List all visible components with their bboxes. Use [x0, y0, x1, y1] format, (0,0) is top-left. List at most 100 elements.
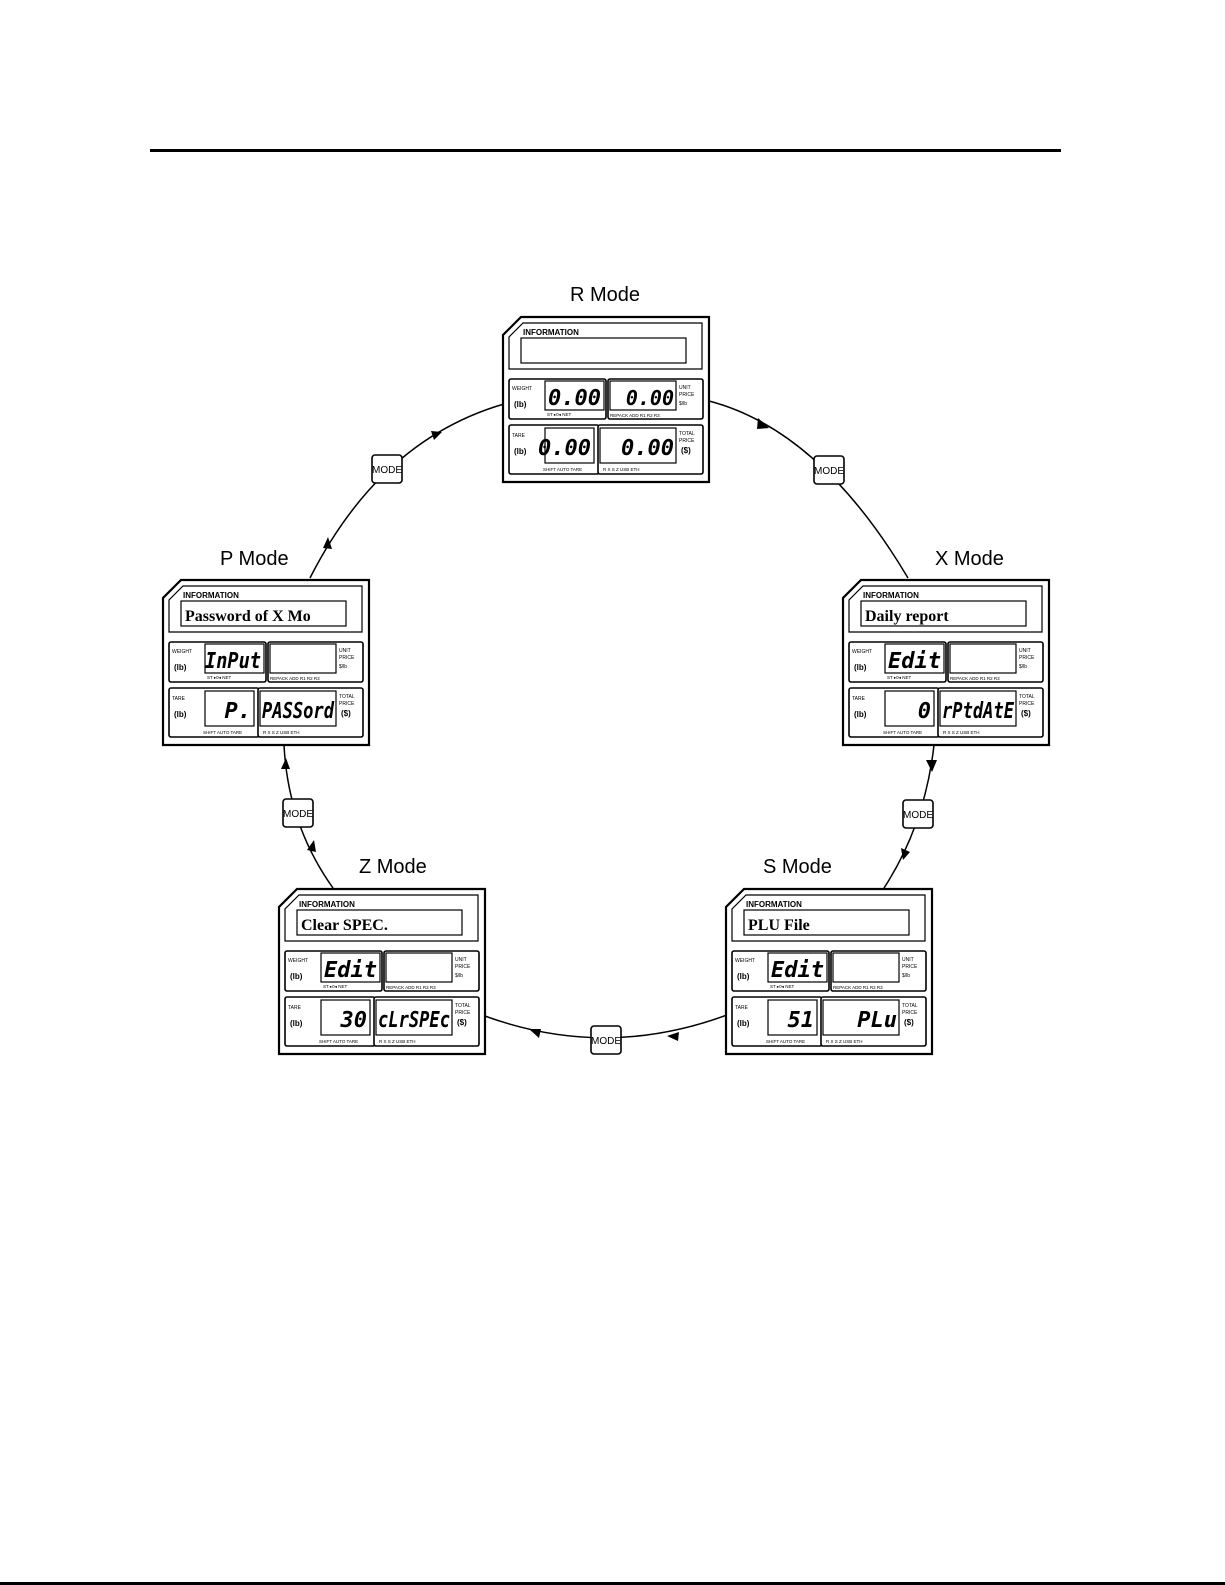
dollar-label: ($)	[904, 1018, 914, 1027]
per-lb-label: $/lb	[679, 401, 687, 407]
per-lb-label: $/lb	[455, 973, 463, 979]
tare-unit-label: (lb)	[174, 710, 187, 719]
arc-p-to-r	[309, 403, 505, 579]
dollar-label: ($)	[341, 709, 351, 718]
price-label: PRICE	[339, 655, 355, 661]
total-price-label: PRICE	[679, 438, 695, 444]
information-message: Clear SPEC.	[301, 917, 388, 934]
total-price-display: PLu	[857, 1008, 897, 1033]
arrowhead-z-p-top	[281, 758, 290, 769]
arc-r-to-x	[708, 400, 909, 579]
total-label: TOTAL	[339, 694, 355, 700]
tare-indicators: SHIFT AUTO TARE	[883, 730, 922, 735]
total-label: TOTAL	[455, 1003, 471, 1009]
unit-price-display: 0.00	[626, 386, 674, 410]
total-indicators: R X S Z USB ETH	[943, 730, 980, 735]
total-indicators: R X S Z USB ETH	[379, 1039, 416, 1044]
weight-indicators: ST ▸0◂ NET	[770, 984, 794, 989]
arrowhead-p-r-bottom	[323, 537, 332, 549]
total-price-display: PASSord	[262, 699, 335, 724]
dollar-label: ($)	[457, 1018, 467, 1027]
per-lb-label: $/lb	[339, 664, 347, 670]
total-price-display: cLrSPEc	[378, 1008, 450, 1033]
total-label: TOTAL	[679, 431, 695, 437]
weight-label: WEIGHT	[172, 649, 192, 655]
weight-indicators: ST ▸0◂ NET	[547, 412, 571, 417]
tare-label: TARE	[512, 433, 526, 439]
dollar-label: ($)	[1021, 709, 1031, 718]
mode-title-r: R Mode	[570, 284, 640, 306]
weight-indicators: ST ▸0◂ NET	[887, 675, 911, 680]
total-price-label: PRICE	[902, 1010, 918, 1016]
price-label: PRICE	[1019, 655, 1035, 661]
information-message: Daily report	[865, 608, 949, 625]
mode-badge-p-r: MODE	[371, 454, 403, 484]
price-label: PRICE	[455, 964, 471, 970]
panel-r: INFORMATIONWEIGHT(lb)TARE(lb)UNITPRICE$/…	[501, 315, 711, 484]
tare-display: 51	[788, 1008, 815, 1033]
bottom-rule	[0, 1582, 1225, 1585]
information-box	[743, 909, 910, 936]
unit-indicators: REPACK ADD R1 R2 R3	[610, 413, 660, 418]
mode-badge-label: MODE	[903, 810, 933, 821]
arrowhead-z-p-bottom	[307, 840, 316, 852]
information-label: INFORMATION	[863, 591, 919, 600]
information-message: PLU File	[748, 917, 810, 934]
unit-indicators: REPACK ADD R1 R2 R3	[833, 985, 883, 990]
tare-label: TARE	[288, 1005, 302, 1011]
total-price-label: PRICE	[1019, 701, 1035, 707]
information-box	[180, 600, 347, 627]
mode-badge-r-x: MODE	[813, 455, 845, 485]
tare-indicators: SHIFT AUTO TARE	[766, 1039, 805, 1044]
information-label: INFORMATION	[299, 900, 355, 909]
mode-title-z: Z Mode	[359, 856, 427, 878]
mode-badge-z-p: MODE	[282, 798, 314, 828]
tare-display: 0	[918, 699, 931, 724]
weight-unit-label: (lb)	[737, 972, 750, 981]
arrowhead-p-r-top	[431, 431, 442, 440]
arrowhead-s-z-right	[667, 1032, 679, 1041]
total-label: TOTAL	[1019, 694, 1035, 700]
information-box	[520, 337, 687, 364]
total-price-label: PRICE	[455, 1010, 471, 1016]
weight-unit-label: (lb)	[514, 400, 527, 409]
mode-badge-label: MODE	[372, 465, 402, 476]
per-lb-label: $/lb	[1019, 664, 1027, 670]
information-message: Password of X Mo	[185, 608, 311, 625]
tare-unit-label: (lb)	[737, 1019, 750, 1028]
weight-display: 0.00	[548, 386, 601, 411]
mode-title-x: X Mode	[935, 548, 1004, 570]
mode-badge-label: MODE	[814, 466, 844, 477]
weight-unit-label: (lb)	[174, 663, 187, 672]
mode-title-s: S Mode	[763, 856, 832, 878]
weight-indicators: ST ▸0◂ NET	[207, 675, 231, 680]
weight-label: WEIGHT	[512, 386, 532, 392]
tare-unit-label: (lb)	[514, 447, 527, 456]
weight-display: Edit	[324, 958, 377, 983]
weight-display: Edit	[888, 649, 941, 674]
tare-unit-label: (lb)	[290, 1019, 303, 1028]
panel-content: INFORMATIONWEIGHT(lb)TARE(lb)UNITPRICE$/…	[512, 328, 695, 472]
tare-label: TARE	[172, 696, 186, 702]
total-indicators: R X S Z USB ETH	[826, 1039, 863, 1044]
unit-indicators: REPACK ADD R1 R2 R3	[270, 676, 320, 681]
weight-label: WEIGHT	[735, 958, 755, 964]
flow-arrowheads	[281, 418, 937, 1041]
arrowhead-s-z-left	[529, 1029, 541, 1038]
total-indicators: R X S Z USB ETH	[263, 730, 300, 735]
total-indicators: R X S Z USB ETH	[603, 467, 640, 472]
information-box	[860, 600, 1027, 627]
unit-label: UNIT	[679, 385, 691, 391]
tare-display: 0.00	[538, 436, 591, 461]
mode-badge-label: MODE	[591, 1036, 621, 1047]
top-rule	[150, 149, 1061, 152]
mode-badge-label: MODE	[283, 809, 313, 820]
